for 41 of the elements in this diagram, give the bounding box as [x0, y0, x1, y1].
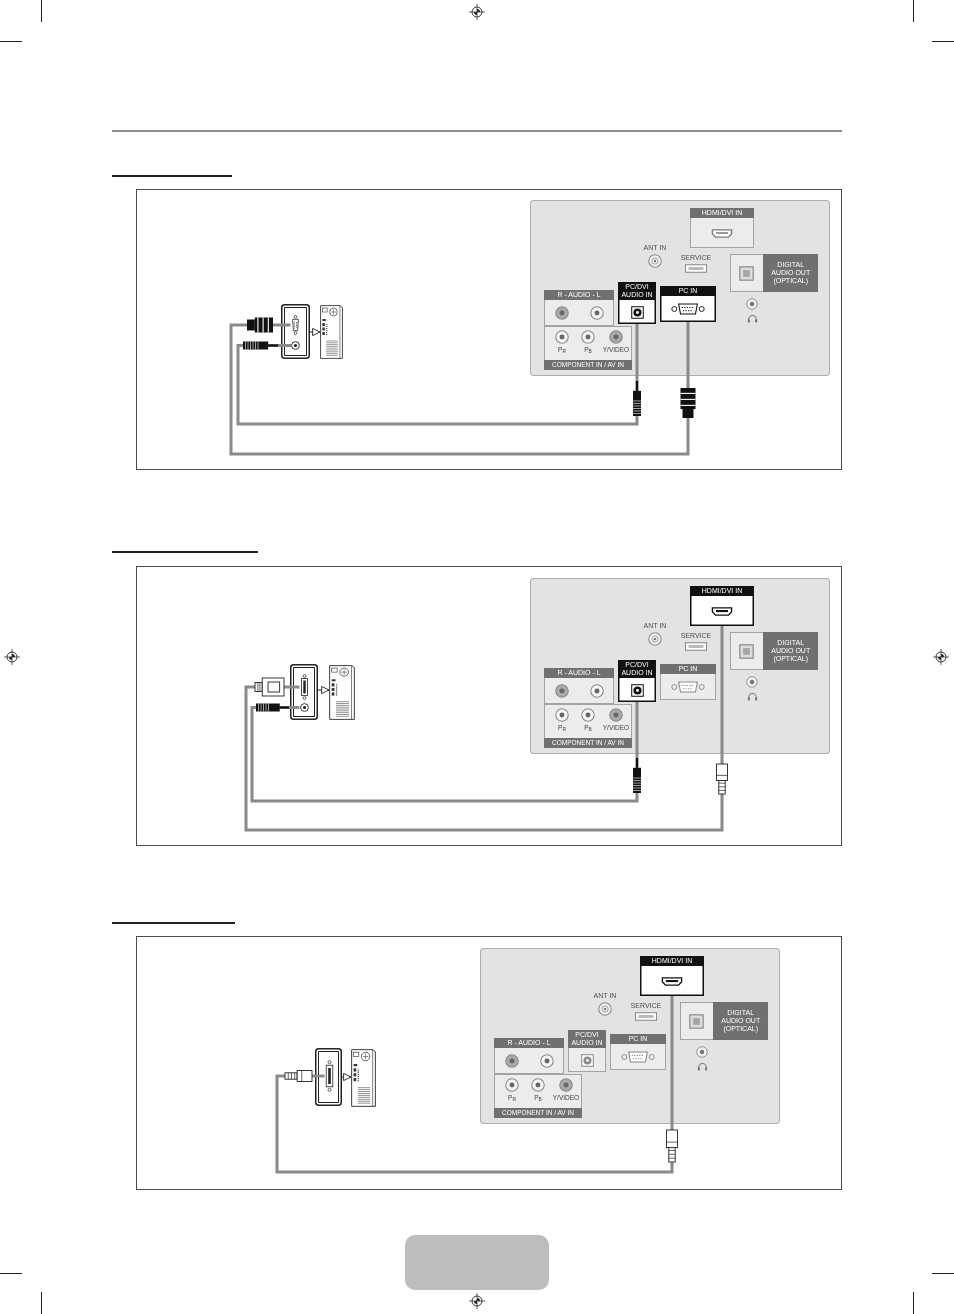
pc-input	[610, 1034, 666, 1070]
audio-jack	[299, 703, 309, 712]
vga-port	[290, 315, 300, 335]
pc-audio-input	[618, 660, 656, 702]
component-input-group	[544, 704, 632, 748]
computer-tower-drawing	[329, 665, 355, 720]
diagram-frame	[136, 936, 842, 1190]
pc-input	[660, 286, 716, 322]
arrow	[309, 327, 321, 337]
hdmi-input	[640, 956, 704, 996]
computer-tower-drawing	[320, 305, 343, 359]
cable	[229, 322, 690, 456]
pc-input	[660, 664, 716, 700]
computer-tower-drawing	[351, 1049, 376, 1107]
audio-input-group	[494, 1038, 564, 1074]
diagram-frame	[136, 189, 842, 470]
tv-rear-panel	[480, 948, 780, 1124]
connector-plate	[290, 664, 318, 720]
pc-audio-input	[568, 1030, 606, 1072]
diagram-frame	[136, 566, 842, 846]
arrow	[341, 1072, 352, 1082]
optical-audio-output	[680, 1002, 768, 1040]
hdmi-port	[324, 1060, 334, 1092]
pc-audio-input	[618, 282, 656, 324]
cable	[250, 702, 639, 803]
cable	[236, 324, 639, 426]
arrow	[317, 685, 330, 695]
connector-plate	[281, 304, 310, 359]
audio-jack	[291, 341, 300, 350]
connector-plate	[315, 1048, 342, 1106]
hdmi-input	[690, 586, 754, 626]
component-input-group	[544, 326, 632, 370]
dvi-port	[299, 674, 309, 700]
optical-audio-output	[730, 254, 818, 292]
audio-input-group	[544, 668, 614, 704]
tv-rear-panel	[530, 200, 830, 376]
hdmi-input	[690, 208, 754, 248]
component-input-group	[494, 1074, 582, 1118]
tv-rear-panel	[530, 578, 830, 754]
audio-input-group	[544, 290, 614, 326]
optical-audio-output	[730, 632, 818, 670]
